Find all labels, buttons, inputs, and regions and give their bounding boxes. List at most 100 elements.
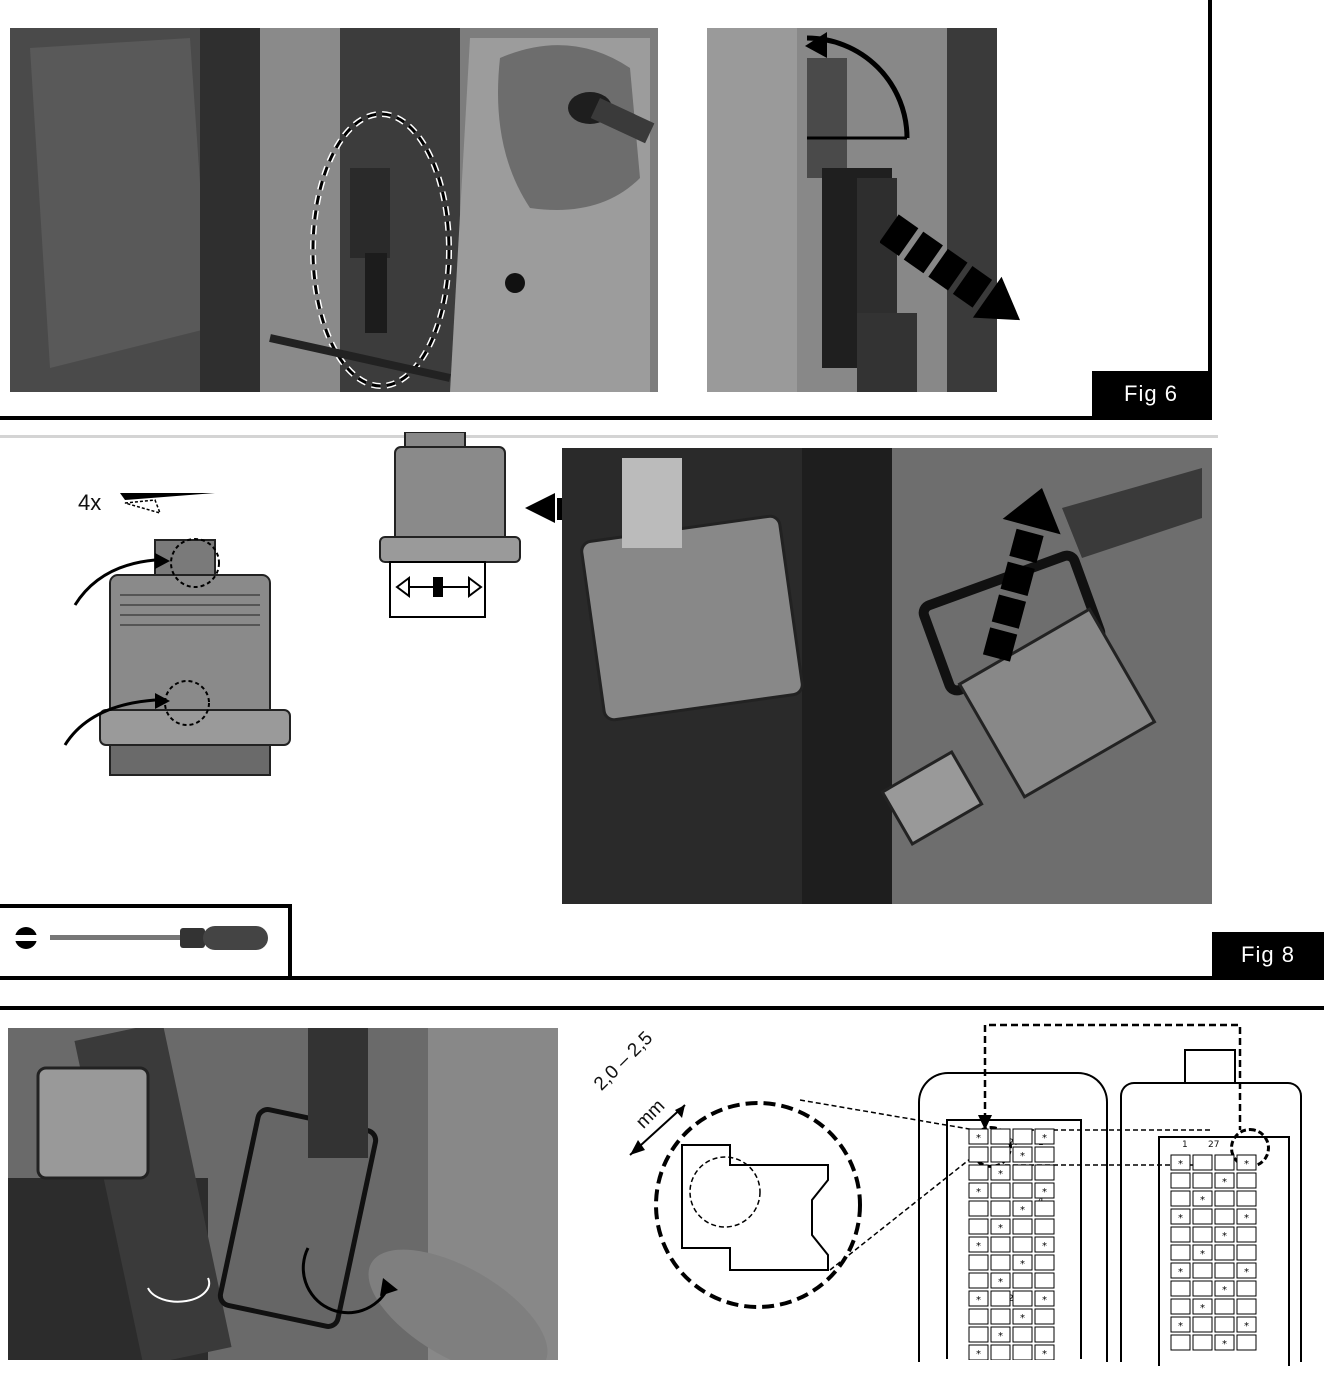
pin-cell	[1034, 1164, 1055, 1181]
pin-cell	[1192, 1298, 1213, 1315]
pin-cell	[1170, 1316, 1191, 1333]
pin-grid-right: ***************	[1170, 1154, 1257, 1351]
pin-cell	[1012, 1218, 1033, 1235]
pin-star: *	[998, 1331, 1003, 1342]
pin-cell	[1192, 1208, 1213, 1225]
pin-cell	[1012, 1344, 1033, 1360]
pin-cell	[1236, 1334, 1257, 1351]
pin-cell	[1214, 1172, 1235, 1189]
pin-cell	[1012, 1290, 1033, 1307]
pin-cell	[1192, 1280, 1213, 1297]
pin-star: *	[976, 1241, 981, 1252]
connector-latch	[1184, 1049, 1236, 1084]
pin-star: *	[1020, 1313, 1025, 1324]
pin-cell	[1034, 1146, 1055, 1163]
pin-cell	[968, 1254, 989, 1271]
connector-face-left-inner	[946, 1119, 1082, 1359]
pin-star: *	[976, 1187, 981, 1198]
pin-cell	[990, 1254, 1011, 1271]
pin-cell	[990, 1146, 1011, 1163]
pin-cell	[1214, 1316, 1235, 1333]
pin-star: *	[1222, 1285, 1227, 1296]
pin-cell	[968, 1164, 989, 1181]
section-divider-thick	[0, 1006, 1324, 1010]
connector-illustration	[63, 538, 291, 776]
pin-cell	[1034, 1290, 1055, 1307]
pin-cell	[1214, 1154, 1235, 1171]
pin-cell	[1192, 1262, 1213, 1279]
pin-star: *	[1244, 1267, 1249, 1278]
pin-star: *	[1042, 1187, 1047, 1198]
pin-cell	[1012, 1128, 1033, 1145]
pin-cell	[1170, 1190, 1191, 1207]
pin-cell	[1034, 1182, 1055, 1199]
pin-star: *	[1222, 1177, 1227, 1188]
pin-grid-left: ******************	[968, 1128, 1055, 1360]
pin-cell	[1170, 1226, 1191, 1243]
pin-cell	[1034, 1344, 1055, 1360]
fig8-bottom-rule	[0, 976, 1324, 980]
pin-cell	[1236, 1316, 1257, 1333]
pin-cell	[1170, 1262, 1191, 1279]
pin-star: *	[998, 1223, 1003, 1234]
pin-cell	[1012, 1272, 1033, 1289]
pin-cell	[968, 1344, 989, 1360]
pin-cell	[1034, 1200, 1055, 1217]
pin-cell	[1034, 1236, 1055, 1253]
pin-cell	[1236, 1280, 1257, 1297]
pin-cell	[1012, 1308, 1033, 1325]
pin-star: *	[976, 1133, 981, 1144]
pin-cell	[990, 1182, 1011, 1199]
pin-star: *	[1222, 1231, 1227, 1242]
pin-cell	[1192, 1172, 1213, 1189]
pin-star: *	[1020, 1259, 1025, 1270]
pin-cell	[990, 1236, 1011, 1253]
count-label: 4x	[78, 490, 102, 515]
pin-cell	[1012, 1164, 1033, 1181]
pin-cell	[1214, 1262, 1235, 1279]
pin-star: *	[1178, 1321, 1183, 1332]
pin-cell	[1170, 1154, 1191, 1171]
pin-cell	[1236, 1154, 1257, 1171]
fig6-label: Fig 6	[1092, 371, 1210, 417]
pin-star: *	[1042, 1241, 1047, 1252]
pin-star: *	[1042, 1295, 1047, 1306]
pin-star: *	[1200, 1303, 1205, 1314]
pin-star: *	[1178, 1213, 1183, 1224]
pin-cell	[990, 1218, 1011, 1235]
pin-cell	[1236, 1208, 1257, 1225]
pin-cell	[1034, 1254, 1055, 1271]
pin-cell	[1170, 1208, 1191, 1225]
pin-label: 1	[1182, 1140, 1188, 1150]
pin-star: *	[976, 1295, 981, 1306]
pin-cell	[968, 1290, 989, 1307]
pin-cell	[1214, 1334, 1235, 1351]
pin-cell	[1034, 1326, 1055, 1343]
pin-star: *	[1222, 1339, 1227, 1350]
pin-cell	[1170, 1334, 1191, 1351]
pin-star: *	[998, 1277, 1003, 1288]
flat-screwdriver-icon	[15, 926, 268, 950]
pin-cell	[1214, 1244, 1235, 1261]
pin-label: 27	[1208, 1140, 1220, 1150]
pin-cell	[1214, 1190, 1235, 1207]
flat-screwdriver-tip-icon	[120, 493, 215, 515]
pin-cell	[1214, 1280, 1235, 1297]
pin-cell	[1236, 1298, 1257, 1315]
pin-cell	[1034, 1128, 1055, 1145]
pin-cell	[1012, 1182, 1033, 1199]
connector-released-illustration	[379, 432, 521, 618]
pin-cell	[990, 1290, 1011, 1307]
pin-cell	[968, 1182, 989, 1199]
pin-cell	[1012, 1200, 1033, 1217]
pin-cell	[1170, 1244, 1191, 1261]
pin-release-detail	[629, 1101, 862, 1309]
pin-cell	[1170, 1172, 1191, 1189]
fig6-photo-door-connector	[10, 28, 658, 392]
pin-cell	[968, 1128, 989, 1145]
pin-cell	[1236, 1262, 1257, 1279]
fig8-photo-connector-removed	[562, 448, 1212, 904]
fig6-photo-unclip-connector	[707, 28, 997, 392]
pin-cell	[968, 1146, 989, 1163]
pin-cell	[990, 1344, 1011, 1360]
